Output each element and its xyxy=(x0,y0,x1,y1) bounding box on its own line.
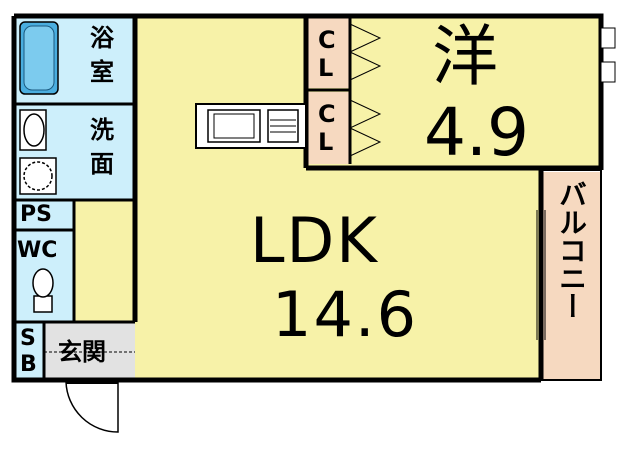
sb-area xyxy=(14,322,44,380)
window-marks xyxy=(536,27,616,340)
western-room-size: 4.9 xyxy=(424,94,529,171)
bathtub-icon xyxy=(19,21,59,95)
ldk-name: LDK xyxy=(250,204,379,277)
wash-basin-icon xyxy=(19,109,47,151)
closet-door-marks xyxy=(349,23,382,157)
closet-lower-label-top: C xyxy=(318,100,336,128)
toilet-icon xyxy=(32,268,54,313)
entrance-area xyxy=(44,322,135,380)
sb-label-top: S xyxy=(20,326,36,351)
bath-label-bottom: 室 xyxy=(90,58,114,86)
ps-label: PS xyxy=(20,202,52,227)
closet-lower-label-bottom: L xyxy=(318,128,334,156)
washroom-label-top: 洗 xyxy=(90,116,114,144)
closet-upper-label-top: C xyxy=(318,26,336,54)
ldk-size: 14.6 xyxy=(272,278,419,351)
kitchen-icon xyxy=(195,103,307,149)
western-room-area xyxy=(306,16,601,166)
sb-label-bottom: B xyxy=(20,352,37,377)
western-room-name: 洋 xyxy=(432,18,498,95)
balcony-outline xyxy=(540,169,602,381)
washing-machine-icon xyxy=(19,157,57,195)
hall-area xyxy=(74,200,135,322)
closet-upper-area xyxy=(306,16,350,88)
closet-lower-area xyxy=(306,92,350,164)
balcony-area xyxy=(541,172,601,380)
entrance-label: 玄関 xyxy=(58,338,106,366)
closet-upper-label-bottom: L xyxy=(318,54,334,82)
wc-label: WC xyxy=(17,238,58,263)
balcony-label: バルコニー xyxy=(555,180,588,320)
washroom-label-bottom: 面 xyxy=(90,150,114,178)
bath-label-top: 浴 xyxy=(90,24,114,52)
ps-area xyxy=(14,200,74,230)
entry-door-icon xyxy=(65,380,119,433)
inner-walls xyxy=(14,16,352,380)
